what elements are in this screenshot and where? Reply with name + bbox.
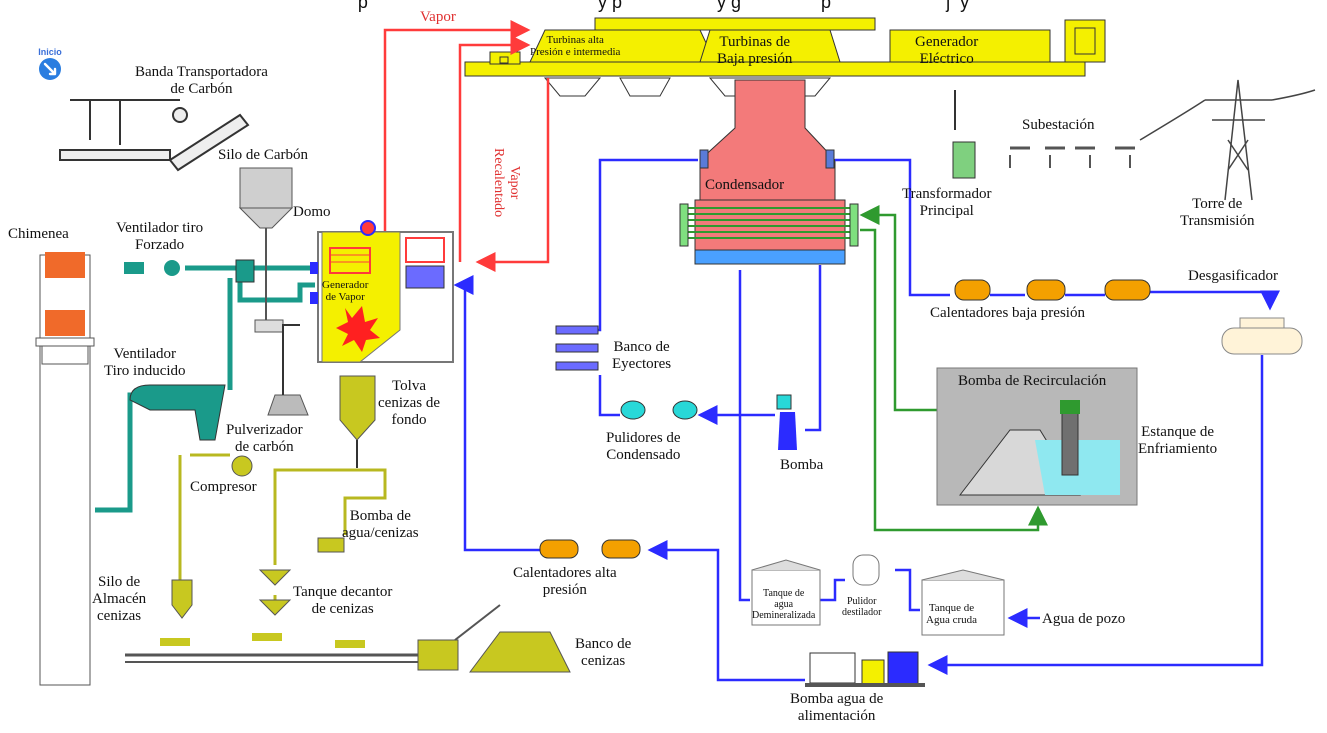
induced-draft-fan	[129, 384, 226, 441]
water-tanks	[751, 554, 1005, 636]
label-agua-pozo: Agua de pozo	[1042, 611, 1126, 627]
label-turbinas-alta: Turbinas alta Presión e intermedia	[530, 34, 621, 58]
hp-heaters	[539, 539, 641, 559]
label-torre: Torre de Transmisión	[1180, 196, 1255, 229]
water-lines	[453, 158, 1270, 682]
boiler	[310, 220, 454, 468]
label-desgasificador: Desgasificador	[1188, 268, 1278, 284]
label-ventilador-forzado: Ventilador tiro Forzado	[116, 220, 204, 253]
hp-turbine	[529, 29, 716, 63]
label-tolva: Tolva cenizas de fondo	[378, 378, 441, 428]
label-bomba: Bomba	[780, 457, 824, 473]
label-ventilador-inducido: Ventilador Tiro inducido	[104, 346, 186, 379]
label-bomba-recirculacion: Bomba de Recirculación	[958, 373, 1107, 389]
coal-silo	[238, 167, 309, 416]
label-compresor: Compresor	[190, 479, 257, 495]
label-pulverizador: Pulverizador de carbón	[226, 422, 303, 455]
label-pulidor-destilador: Pulidor destilador	[842, 596, 882, 618]
label-vapor: Vapor	[420, 9, 456, 25]
home-button[interactable]: Inicio	[38, 47, 62, 86]
feed-pump	[805, 651, 925, 687]
label-silo-almacen: Silo de Almacén cenizas	[92, 574, 147, 624]
label-tanque-decantor: Tanque decantor de cenizas	[293, 584, 393, 617]
label-tanque-cruda: Tanque de Agua cruda	[926, 602, 978, 626]
cropped-header-text: p y p y g p j y	[357, 0, 970, 12]
home-label: Inicio	[38, 47, 62, 57]
compressor	[231, 455, 253, 477]
deaerator	[1221, 317, 1303, 355]
label-silo-carbon: Silo de Carbón	[218, 147, 308, 163]
label-condensador: Condensador	[705, 177, 785, 193]
coal-conveyor	[59, 99, 250, 172]
label-bomba-cenizas: Bomba de agua/cenizas	[342, 508, 419, 541]
label-banco-eyectores: Banco de Eyectores	[612, 339, 672, 372]
drum	[360, 220, 376, 236]
condensate-polishers	[620, 400, 698, 420]
label-banda: Banda Transportadora de Carbón	[135, 64, 268, 97]
chimney	[35, 252, 95, 686]
home-arrow-icon[interactable]	[38, 57, 62, 81]
label-calentadores-alta: Calentadores alta presión	[513, 565, 617, 598]
lp-heaters	[954, 279, 1151, 301]
label-generador: Generador Eléctrico	[915, 34, 979, 67]
label-tanque-demineralizada: Tanque de agua Demineralizada	[752, 588, 816, 621]
ash-lines	[178, 453, 387, 605]
label-chimenea: Chimenea	[8, 226, 69, 242]
ash-handling	[125, 537, 571, 673]
ejector-bank	[555, 325, 599, 371]
label-generador-vapor: Generador de Vapor	[322, 279, 369, 303]
generator	[889, 29, 1051, 63]
label-pulidores: Pulidores de Condensado	[606, 430, 681, 463]
pulverizer	[267, 394, 309, 416]
condensate-pump	[776, 394, 797, 450]
label-calentadores-baja: Calentadores baja presión	[930, 305, 1085, 321]
label-banco-cenizas: Banco de cenizas	[575, 636, 632, 669]
label-bomba-alimentacion: Bomba agua de alimentación	[790, 691, 884, 724]
lp-turbine	[699, 29, 841, 63]
transmission-tower	[1139, 79, 1316, 201]
substation	[952, 90, 1135, 179]
label-domo: Domo	[293, 204, 331, 220]
ash-hopper	[339, 375, 376, 441]
label-transformador: Transformador Principal	[902, 186, 992, 219]
label-turbinas-baja: Turbinas de Baja presión	[717, 34, 793, 67]
condenser	[679, 79, 859, 265]
flame-icon	[336, 306, 380, 352]
cooling-pond	[936, 367, 1138, 506]
forced-draft-fan	[124, 259, 255, 283]
label-estanque: Estanque de Enfriamiento	[1138, 424, 1218, 457]
label-vapor-recalentado: Vapor Recalentado	[491, 148, 522, 218]
label-subestacion: Subestación	[1022, 117, 1095, 133]
